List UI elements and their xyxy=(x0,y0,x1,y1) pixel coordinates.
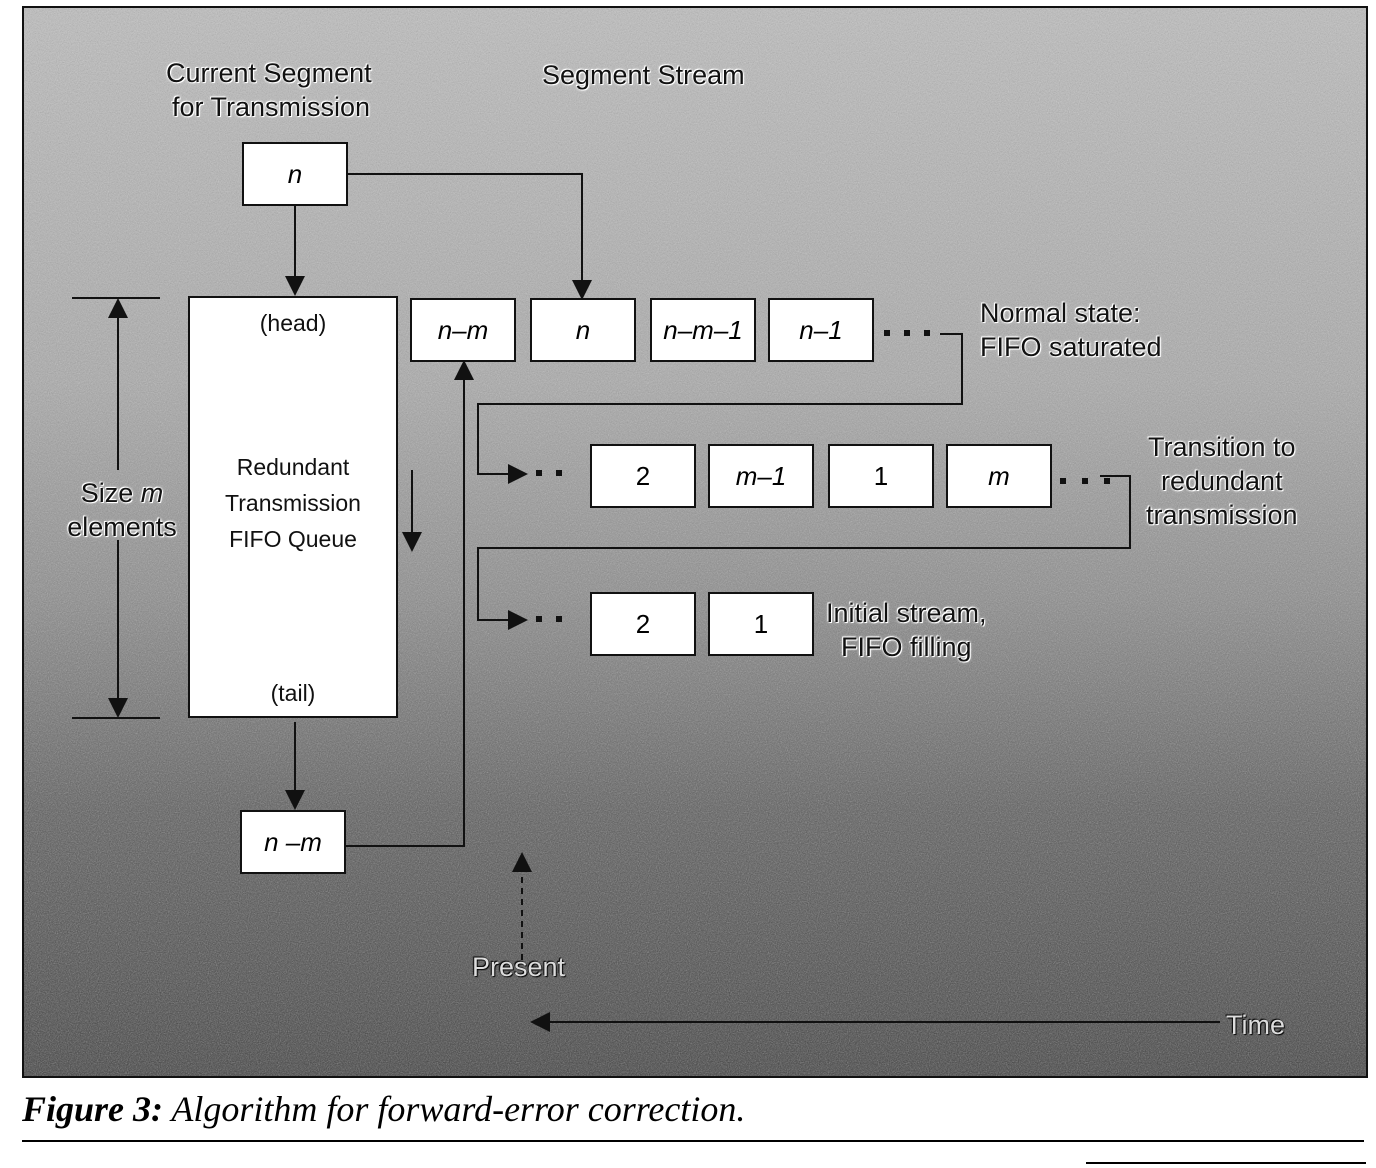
size-line2: elements xyxy=(67,512,177,542)
initial-segment-1: 2 xyxy=(590,592,696,656)
fifo-tail: (tail) xyxy=(270,680,316,706)
size-word: Size xyxy=(80,478,134,508)
normal-segment-3: n–m–1 xyxy=(650,298,756,362)
transition-segment-1: 2 xyxy=(590,444,696,508)
fifo-queue: (head) Redundant Transmission FIFO Queue… xyxy=(188,296,398,718)
fifo-title-line3: FIFO Queue xyxy=(229,526,357,552)
fifo-title-line1: Redundant xyxy=(236,454,350,480)
initial-stream-label: Initial stream, FIFO filling xyxy=(826,596,987,664)
initial-line1: Initial stream, xyxy=(826,598,987,628)
normal-state-label: Normal state: FIFO saturated xyxy=(980,296,1162,364)
output-segment-box: n –m xyxy=(240,810,346,874)
transition-line1: Transition to xyxy=(1147,432,1296,462)
present-label: Present xyxy=(472,952,566,982)
normal-state-line2: FIFO saturated xyxy=(980,332,1162,362)
current-segment-line1: Current Segment xyxy=(166,58,372,88)
caption-figure-number: Figure 3: xyxy=(22,1089,164,1129)
transition-line3: transmission xyxy=(1146,500,1298,530)
size-label: Size m elements xyxy=(60,476,184,544)
fifo-title-line2: Transmission xyxy=(225,490,361,516)
initial-segment-2: 1 xyxy=(708,592,814,656)
normal-segment-2: n xyxy=(530,298,636,362)
normal-segment-1: n–m xyxy=(410,298,516,362)
transition-line2: redundant xyxy=(1160,466,1283,496)
current-segment-label: Current Segment for Transmission xyxy=(166,56,372,124)
time-label: Time xyxy=(1226,1010,1285,1040)
normal-state-line1: Normal state: xyxy=(980,298,1141,328)
transition-segment-3: 1 xyxy=(828,444,934,508)
transition-segment-4: m xyxy=(946,444,1052,508)
size-var: m xyxy=(140,478,164,508)
size-line1: Size m xyxy=(60,476,184,510)
segment-stream-label: Segment Stream xyxy=(542,60,745,90)
footer-rule xyxy=(1086,1162,1366,1164)
fifo-head: (head) xyxy=(259,310,327,336)
transition-label: Transition to redundant transmission xyxy=(1146,430,1298,532)
initial-line2: FIFO filling xyxy=(841,632,972,662)
caption-rule xyxy=(22,1140,1364,1142)
current-segment-box: n xyxy=(242,142,348,206)
current-segment-line2: for Transmission xyxy=(172,92,371,122)
figure-caption: Figure 3: Algorithm for forward-error co… xyxy=(22,1088,745,1130)
normal-segment-4: n–1 xyxy=(768,298,874,362)
transition-segment-2: m–1 xyxy=(708,444,814,508)
caption-text: Algorithm for forward-error correction. xyxy=(171,1089,746,1129)
